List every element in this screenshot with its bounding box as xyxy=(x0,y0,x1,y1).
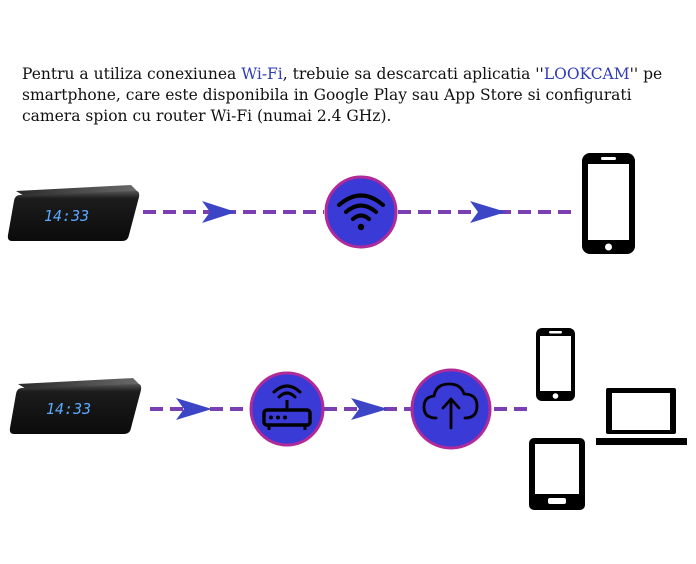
intro-part2: , trebuie sa descarcati aplicatia '' xyxy=(282,65,544,83)
intro-part1: Pentru a utiliza conexiunea xyxy=(22,65,242,83)
smartphone-icon xyxy=(582,153,635,254)
clock-camera-icon: 14:33 xyxy=(7,185,140,241)
intro-part3: '' pe smartphone, care este disponibila … xyxy=(22,65,663,125)
laptop-icon xyxy=(596,388,687,445)
cloud-upload-icon xyxy=(422,382,479,430)
app-name-highlight: LOOKCAM xyxy=(543,65,630,83)
arrow-icon xyxy=(351,398,388,420)
cloud-node xyxy=(410,368,492,450)
tablet-icon xyxy=(529,438,585,510)
wifi-node xyxy=(324,175,398,249)
wifi-highlight: Wi-Fi xyxy=(241,65,283,83)
wifi-icon xyxy=(337,193,385,231)
arrow-icon xyxy=(202,201,236,223)
clock-camera-icon: 14:33 xyxy=(9,378,142,434)
row-1: 14:33 xyxy=(7,153,635,254)
row-2: 14:33 xyxy=(9,328,687,510)
smartphone-icon xyxy=(536,328,575,401)
clock-digits: 14:33 xyxy=(44,207,89,225)
arrow-icon xyxy=(176,398,212,420)
intro-text: Pentru a utiliza conexiunea Wi-Fi, trebu… xyxy=(22,64,682,127)
router-icon xyxy=(262,384,312,430)
router-node xyxy=(249,371,325,447)
clock-digits: 14:33 xyxy=(46,400,91,418)
arrow-icon xyxy=(470,201,506,223)
